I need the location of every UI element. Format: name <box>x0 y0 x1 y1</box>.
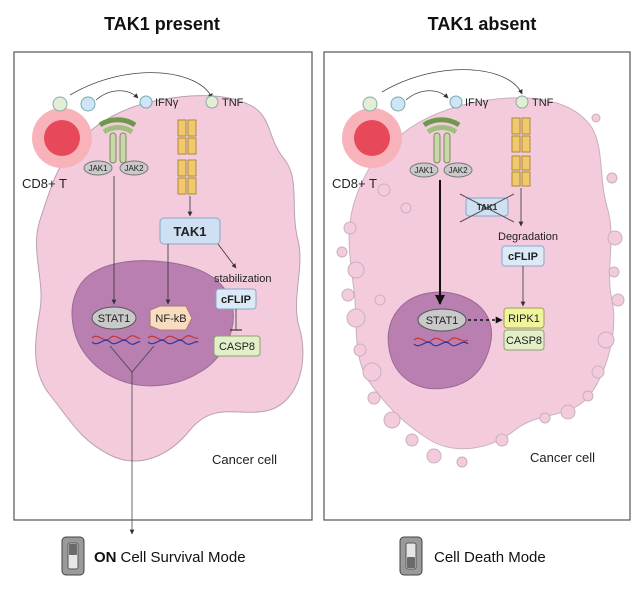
left-ifn-ligand <box>139 95 153 109</box>
right-ifn-receptor <box>409 117 473 178</box>
left-dna-nfkb <box>147 335 199 345</box>
left-stat1-label: STAT1 <box>98 313 131 325</box>
left-panel: TAK1 present CD8+ T IFNγ TNF <box>13 14 313 576</box>
right-tnf-label: TNF <box>532 97 554 109</box>
left-dna-stat1 <box>91 335 141 345</box>
right-cflip-label: cFLIP <box>508 251 538 263</box>
left-panel-title: TAK1 present <box>104 14 220 34</box>
left-cflip-label: cFLIP <box>221 294 251 306</box>
right-casp8-label: CASP8 <box>506 335 542 347</box>
left-tnf-label: TNF <box>222 97 244 109</box>
right-tnf-ligand <box>515 95 529 109</box>
right-ifn-arc <box>405 90 449 101</box>
right-dna <box>413 337 469 347</box>
left-jak2-label: JAK2 <box>124 164 144 173</box>
right-jak2-label: JAK2 <box>448 166 468 175</box>
left-switch-icon <box>61 536 85 576</box>
right-cd8-label: CD8+ T <box>332 176 377 191</box>
right-ripk1-label: RIPK1 <box>508 313 540 325</box>
right-tak1-label: TAK1 <box>477 203 498 212</box>
left-mode-text: Cell Survival Mode <box>121 549 246 566</box>
left-mode-on: ON <box>94 549 117 566</box>
right-tak1-absent <box>459 193 515 223</box>
left-cd8-label: CD8+ T <box>22 176 67 191</box>
right-stat1-label: STAT1 <box>426 315 459 327</box>
left-tak1-label: TAK1 <box>174 224 207 239</box>
left-stabilization-label: stabilization <box>214 273 271 285</box>
right-panel: TAK1 absent <box>323 14 631 576</box>
right-panel-title: TAK1 absent <box>428 14 537 34</box>
left-ifn-receptor <box>83 117 149 176</box>
right-stat1 <box>417 308 467 332</box>
left-casp8-box <box>213 335 261 357</box>
left-tnf-receptor <box>177 119 197 195</box>
right-casp8-box <box>503 329 545 351</box>
right-mode-label: Cell Death Mode <box>434 549 546 566</box>
right-cd8-t-cell <box>342 96 406 168</box>
left-tak1-to-cflip-arrow <box>217 243 237 269</box>
right-nucleus <box>387 291 492 390</box>
left-stat1 <box>91 306 137 330</box>
left-jak1-label: JAK1 <box>88 164 108 173</box>
left-ifn-arc <box>95 90 139 101</box>
right-ripk1-box <box>503 307 545 329</box>
right-tnf-arc <box>381 69 523 95</box>
right-cancer-cell-label: Cancer cell <box>530 450 595 465</box>
right-ifn-ligand <box>449 95 463 109</box>
left-cd8-t-cell <box>32 96 96 168</box>
left-cancer-cell-label: Cancer cell <box>212 452 277 467</box>
left-nfkb-label: NF-kB <box>155 313 186 325</box>
left-tak1-box <box>159 217 221 245</box>
left-casp8-label: CASP8 <box>219 341 255 353</box>
right-jak1-label: JAK1 <box>414 166 434 175</box>
left-ifn-label: IFNγ <box>155 97 179 109</box>
left-tnf-arc <box>69 72 213 99</box>
right-degradation-label: Degradation <box>498 231 558 243</box>
right-ifn-label: IFNγ <box>465 97 489 109</box>
left-tnf-ligand <box>205 95 219 109</box>
right-switch-icon <box>399 536 423 576</box>
right-tnf-receptor <box>511 117 531 187</box>
left-nfkb <box>149 305 193 331</box>
